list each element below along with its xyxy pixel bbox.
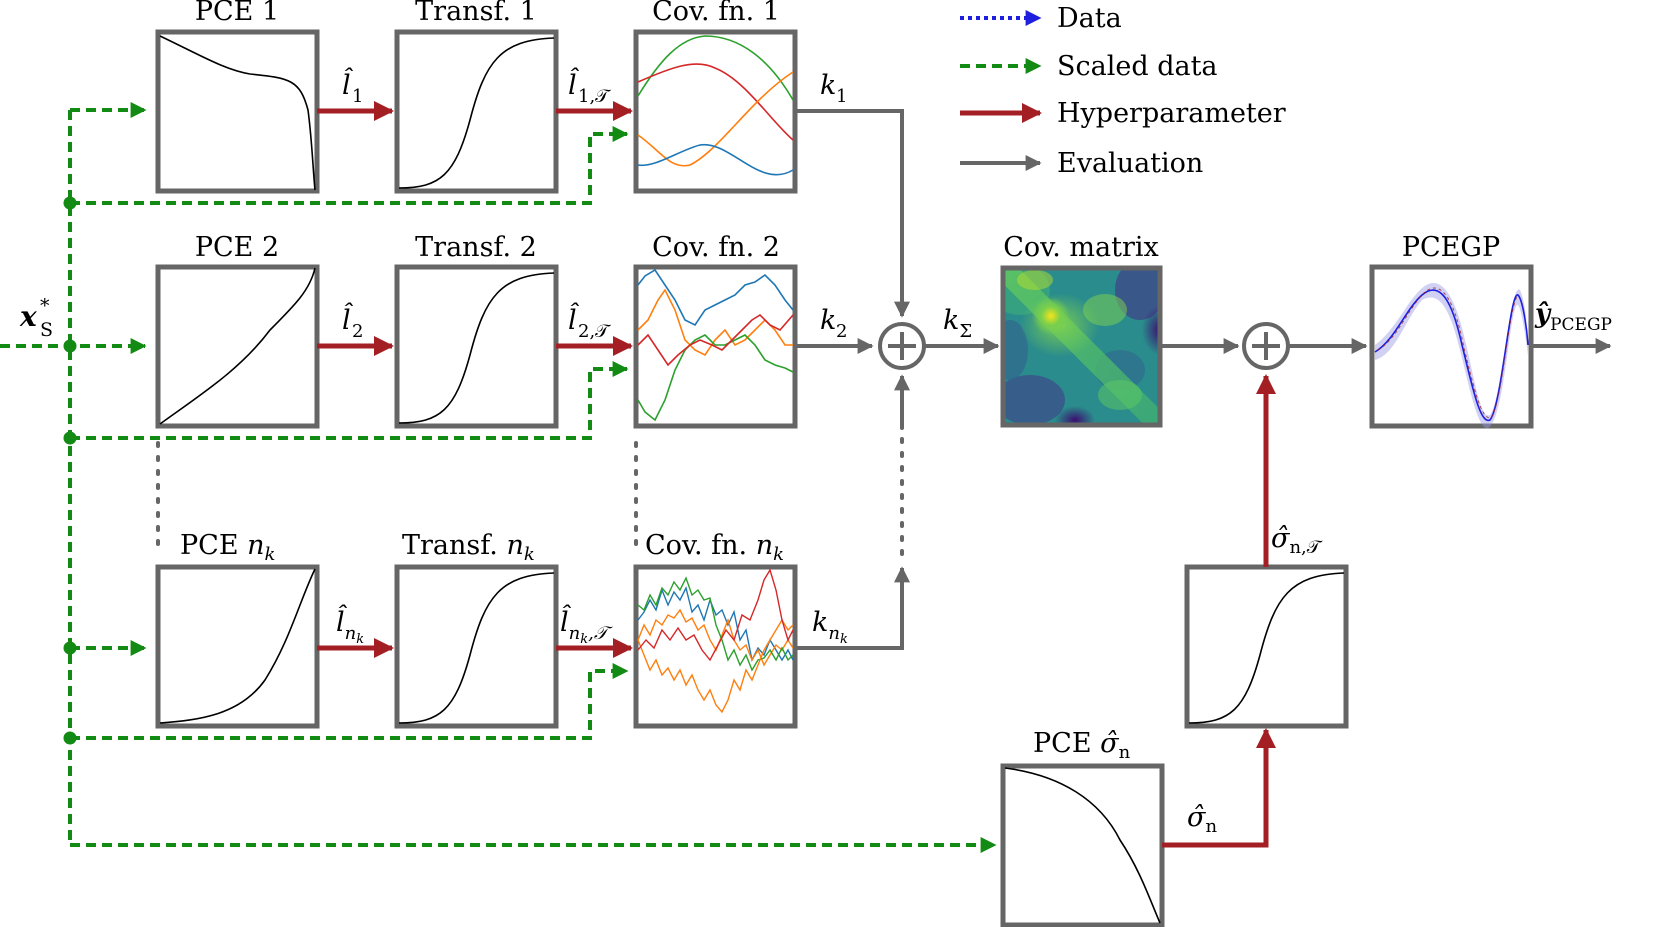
transf-1-box xyxy=(394,29,559,194)
pce-1-curve xyxy=(159,35,316,191)
transf-1-title: Transf. 1 xyxy=(415,0,537,27)
cov-2-title: Cov. fn. 2 xyxy=(652,232,780,263)
cov-matrix-title: Cov. matrix xyxy=(1003,232,1158,263)
legend-hyper-label: Hyperparameter xyxy=(1057,98,1286,129)
pce-nk-title: PCE nk xyxy=(180,530,275,565)
pce-1-box xyxy=(155,29,320,194)
knk-arrow xyxy=(795,566,910,650)
legend-data-label: Data xyxy=(1057,3,1122,34)
lnk-label: l̂nk xyxy=(336,604,364,647)
pcegp-reference xyxy=(1377,287,1520,419)
sum-node-1 xyxy=(878,322,926,370)
sum-node-2 xyxy=(1242,322,1290,370)
transf-1-curve xyxy=(398,37,555,189)
l1-sub: 1 xyxy=(352,86,363,107)
row-1: PCE 1 l̂ 1 Transf. 1 l̂ 1,𝒯 Cov. fn. 1 k… xyxy=(155,0,910,318)
row-2: PCE 2 l̂ 2 Transf. 2 l̂ 2,𝒯 Cov. fn. 2 k… xyxy=(155,232,874,429)
k2-sub: 2 xyxy=(836,321,847,342)
output-label: ŷPCEGP xyxy=(1534,299,1612,335)
sigmat-label: σ̂n,𝒯 xyxy=(1271,523,1323,558)
row-nk: PCE nk l̂nk Transf. nk l̂nk,𝒯 Cov. fn. n… xyxy=(155,530,910,729)
transf-2-curve xyxy=(398,272,555,424)
cov-nk-curves xyxy=(637,568,794,714)
transf-2-title: Transf. 2 xyxy=(415,232,537,263)
pce-nk-box xyxy=(155,564,320,729)
cov-nk-title: Cov. fn. nk xyxy=(645,530,784,565)
ksigma-label: kΣ xyxy=(943,305,972,342)
knk-label: knk xyxy=(812,607,848,647)
pce-2-box xyxy=(155,264,320,429)
cov-nk-box xyxy=(633,564,798,729)
k1-arrow xyxy=(795,109,910,318)
cov-1-title: Cov. fn. 1 xyxy=(652,0,780,27)
pce-2-title: PCE 2 xyxy=(195,232,279,263)
input-x: x xyxy=(19,300,37,333)
ellipsis-connectors xyxy=(156,423,904,557)
k2-label: k xyxy=(820,305,836,336)
k1-sub: 1 xyxy=(836,86,847,107)
transf-sigma-box xyxy=(1184,564,1349,729)
cov-2-curves xyxy=(637,268,794,422)
pcegp-title: PCEGP xyxy=(1402,232,1500,263)
transf-nk-curve xyxy=(398,572,555,724)
transf-nk-title: Transf. nk xyxy=(402,530,535,565)
legend-scaled-label: Scaled data xyxy=(1057,51,1218,82)
legend: Data Scaled data Hyperparameter Evaluati… xyxy=(960,3,1286,179)
pce-sigma-curve xyxy=(1004,767,1161,924)
noise-branch: PCE σ̂n σ̂n σ̂n,𝒯 xyxy=(1000,374,1349,927)
cov-1-curves xyxy=(637,35,794,176)
lnkt-label: l̂nk,𝒯 xyxy=(560,604,613,647)
input-x-sub: S xyxy=(40,319,53,341)
pce-1-title: PCE 1 xyxy=(195,0,279,27)
transf-2-box xyxy=(394,264,559,429)
pcegp-confidence-band xyxy=(1375,283,1528,429)
pce-sigma-title: PCE σ̂n xyxy=(1033,728,1131,763)
pcegp: PCEGP xyxy=(1369,232,1534,429)
k1-label: k xyxy=(820,70,836,101)
input-bus xyxy=(0,102,997,853)
transf-sigma-curve xyxy=(1188,572,1345,724)
l1t-sub: 1,𝒯 xyxy=(578,86,611,107)
input-label: x * S xyxy=(19,295,53,341)
l2-sub: 2 xyxy=(352,321,363,342)
sigma-arrow xyxy=(1162,728,1276,848)
cov-1-box xyxy=(633,29,798,194)
sigma-label: σ̂n xyxy=(1187,802,1217,837)
legend-eval-label: Evaluation xyxy=(1057,148,1203,179)
pce-2-curve xyxy=(159,267,316,425)
pce-sigma-box xyxy=(1000,763,1165,927)
transf-nk-box xyxy=(394,564,559,729)
cov-matrix-heatmap xyxy=(1003,268,1160,425)
input-x-sup: * xyxy=(40,295,50,317)
pcegp-mean xyxy=(1374,289,1529,421)
pce-nk-curve xyxy=(159,568,316,724)
cov-matrix: Cov. matrix xyxy=(1000,232,1163,428)
l2t-sub: 2,𝒯 xyxy=(578,321,611,342)
pcegp-box xyxy=(1369,264,1534,429)
